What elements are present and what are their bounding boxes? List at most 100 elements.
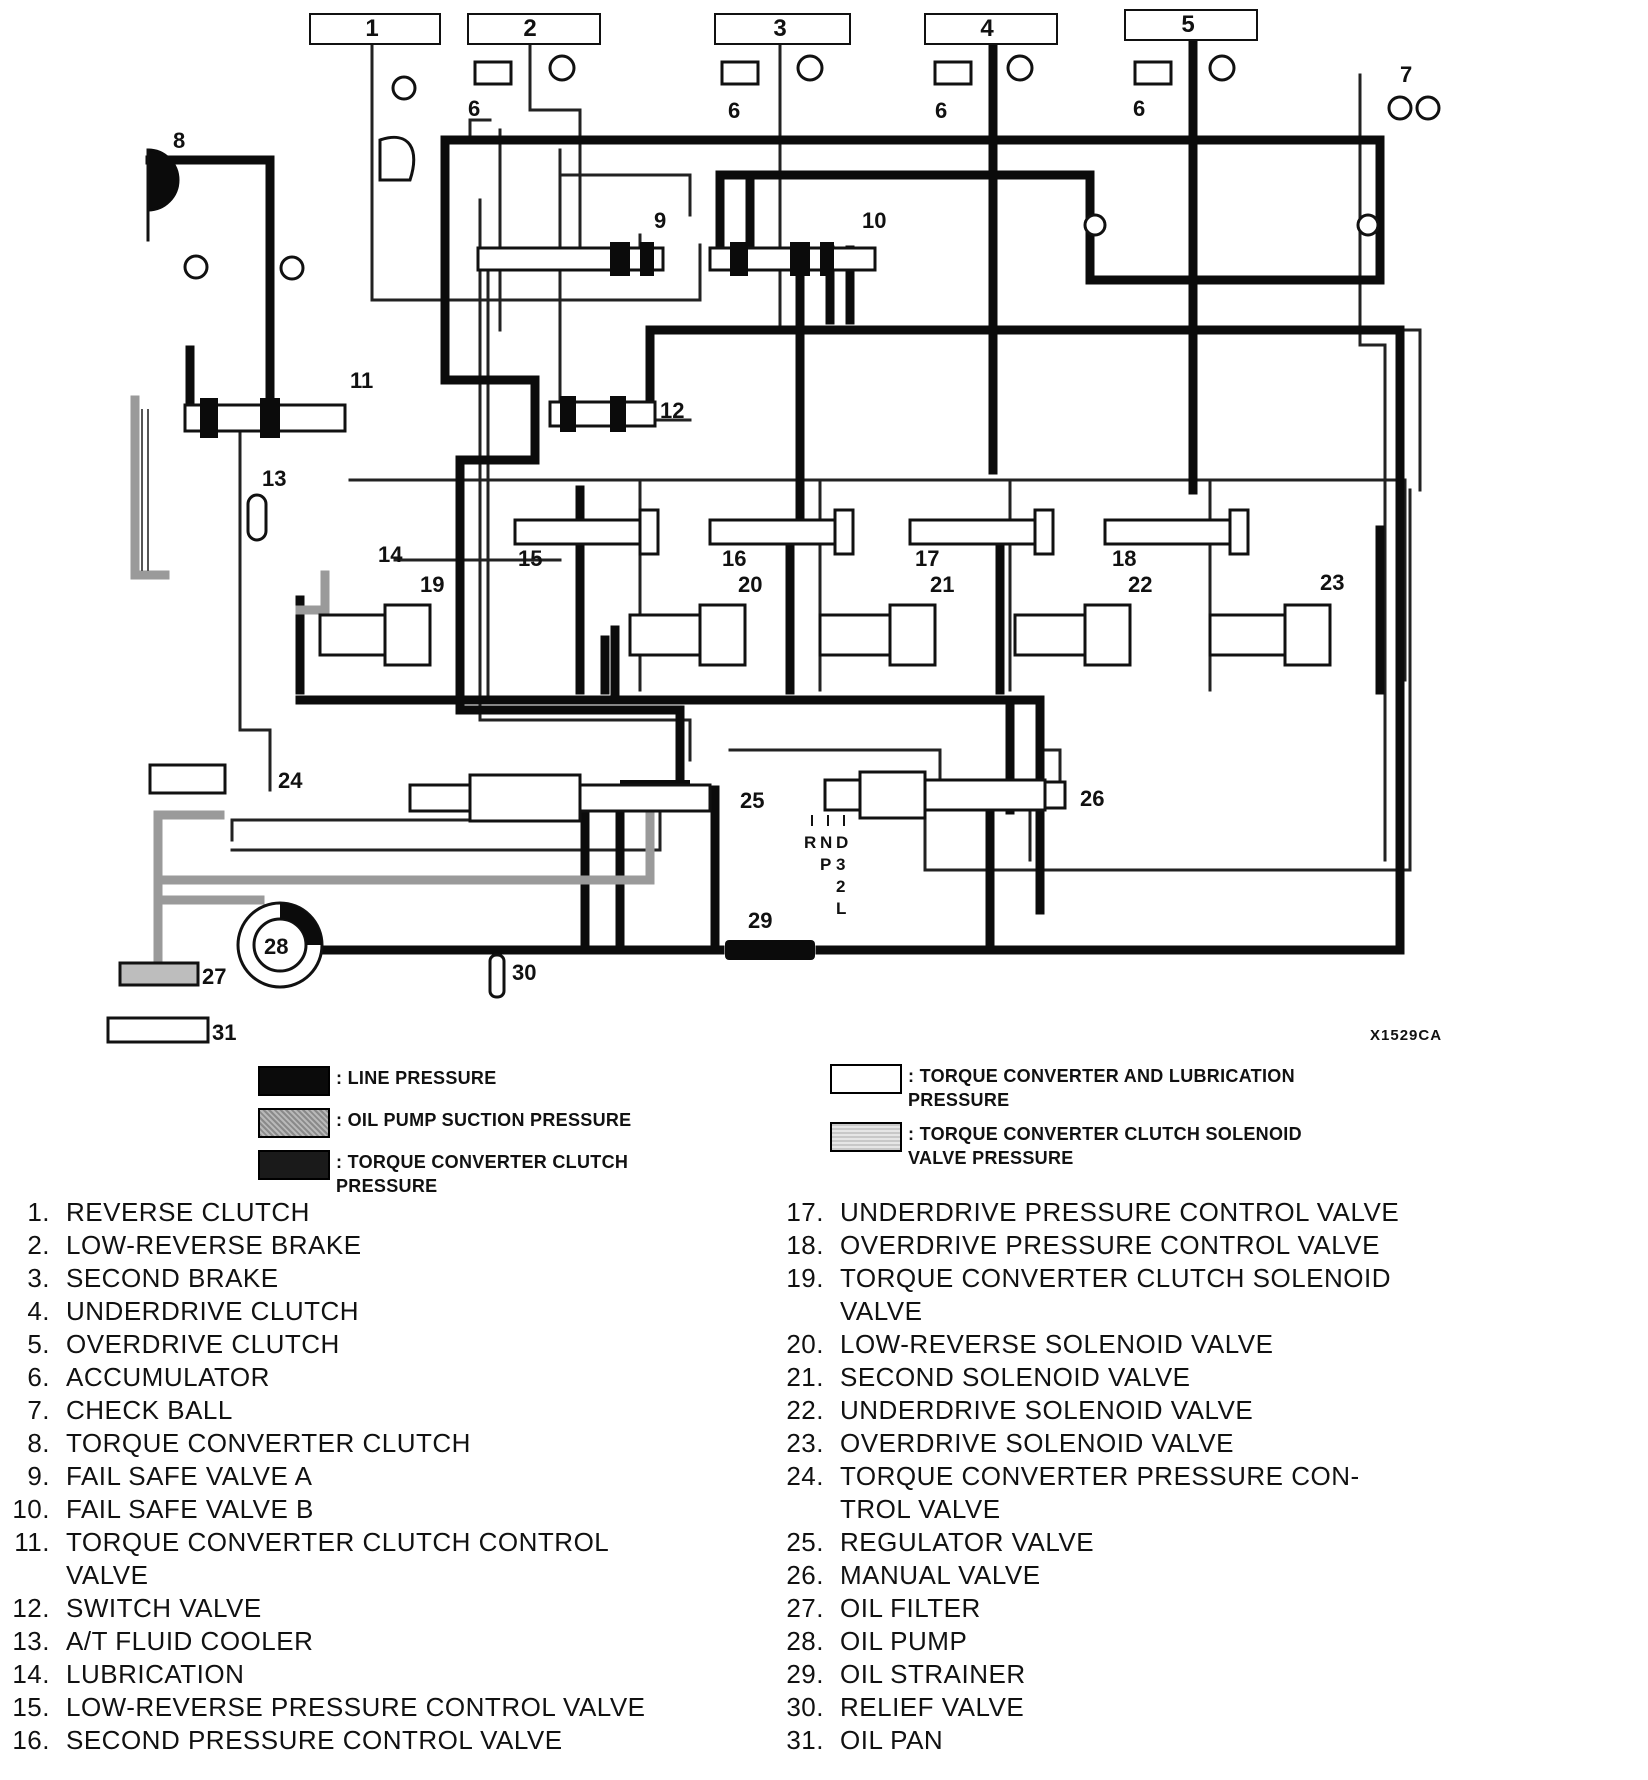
selector-positions: R N D P 3 2 L [804,815,848,918]
callout-17: 17 [915,546,939,571]
part-name: OIL PUMP [840,1626,968,1656]
parts-list-item: 3.SECOND BRAKE [0,1262,706,1295]
pressure-control-valves [513,508,1250,556]
selector-r: R [804,833,816,852]
part-name: TORQUE CONVERTER PRESSURE CON-TROL VALVE [840,1461,1360,1524]
part-number: 7. [27,1395,50,1425]
selector-p: P [820,855,831,874]
callout-21: 21 [930,572,954,597]
selector-3: 3 [836,855,845,874]
legend-label-lube: : TORQUE CONVERTER AND LUBRICATION PRESS… [908,1066,1295,1110]
part-number: 9. [27,1461,50,1491]
selector-2: 2 [836,877,845,896]
part-name: REGULATOR VALVE [840,1527,1095,1557]
part-name: OVERDRIVE CLUTCH [66,1329,340,1359]
part-number: 5. [27,1329,50,1359]
oil-strainer-shape [725,940,815,960]
legend-oil-pump-suction: : OIL PUMP SUCTION PRESSURE [258,1108,666,1138]
lube-inner-lines [141,409,149,571]
part-number: 10. [12,1494,50,1524]
part-name: A/T FLUID COOLER [66,1626,314,1656]
figure-code: X1529CA [1370,1027,1442,1044]
part-number: 13. [12,1626,50,1656]
parts-list-item: 18.OVERDRIVE PRESSURE CONTROL VALVE [774,1229,1490,1262]
part-number: 26. [786,1560,824,1590]
legend-torque-converter-clutch: : TORQUE CONVERTER CLUTCH PRESSURE [258,1150,636,1198]
part-name: SECOND PRESSURE CONTROL VALVE [66,1725,563,1755]
line-pressure-lines [145,40,1405,955]
parts-list-item: 1. REVERSE CLUTCH [0,1196,706,1229]
callout-15: 15 [518,546,542,571]
part-number: 31. [786,1725,824,1755]
parts-list-item: 11.TORQUE CONVERTER CLUTCH CONTROL VALVE [0,1526,706,1592]
parts-list-item: 2.LOW-REVERSE BRAKE [0,1229,706,1262]
legend-swatch-lube [830,1064,902,1094]
part-number: 29. [786,1659,824,1689]
legend-swatch-tcc [258,1150,330,1180]
part-number: 16. [12,1725,50,1755]
callout-6d: 6 [1133,96,1145,121]
parts-list-item: 4.UNDERDRIVE CLUTCH [0,1295,706,1328]
callout-6b: 6 [728,98,740,123]
parts-list-item: 26.MANUAL VALVE [774,1559,1490,1592]
parts-list-item: 7. CHECK BALL [0,1394,706,1427]
parts-list-item: 15.LOW-REVERSE PRESSURE CONTROL VALVE [0,1691,706,1724]
parts-list-item: 24. TORQUE CONVERTER PRESSURE CON-TROL VA… [774,1460,1490,1526]
legend-label-line: : LINE PRESSURE [336,1068,497,1088]
parts-list-item: 9.FAIL SAFE VALVE A [0,1460,706,1493]
callout-13: 13 [262,466,286,491]
parts-list-item: 31.OIL PAN [774,1724,1490,1757]
component-box-2: 2 [467,13,601,45]
part-name: TORQUE CONVERTER CLUTCH CONTROL VALVE [66,1527,609,1590]
parts-list-item: 8.TORQUE CONVERTER CLUTCH [0,1427,706,1460]
callout-24: 24 [278,768,303,793]
callout-20: 20 [738,572,762,597]
callout-8: 8 [173,128,185,153]
part-number: 28. [786,1626,824,1656]
part-number: 30. [786,1692,824,1722]
part-number: 18. [786,1230,824,1260]
callout-22: 22 [1128,572,1152,597]
part-number: 14. [12,1659,50,1689]
part-name: REVERSE CLUTCH [66,1197,310,1227]
part-number: 12. [12,1593,50,1623]
parts-list-left: 1. REVERSE CLUTCH 2.LOW-REVERSE BRAKE 3.S… [0,1196,706,1757]
parts-list-item: 5. OVERDRIVE CLUTCH [0,1328,706,1361]
parts-list-item: 19.TORQUE CONVERTER CLUTCH SOLENOID VALV… [774,1262,1490,1328]
torque-converter-clutch-shape [146,148,180,212]
accumulators [183,54,1441,281]
callout-6a: 6 [468,96,480,121]
part-number: 19. [786,1263,824,1293]
component-box-5: 5 [1124,9,1258,41]
callout-14: 14 [378,542,403,567]
callout-30: 30 [512,960,536,985]
oil-pan-shape [106,1016,210,1044]
part-number: 20. [786,1329,824,1359]
legend-lubrication: : TORQUE CONVERTER AND LUBRICATION PRESS… [830,1064,1328,1112]
component-box-3: 3 [714,13,851,45]
part-name: UNDERDRIVE PRESSURE CONTROL VALVE [840,1197,1400,1227]
part-number: 27. [786,1593,824,1623]
part-name: UNDERDRIVE SOLENOID VALVE [840,1395,1254,1425]
part-name: TORQUE CONVERTER CLUTCH [66,1428,471,1458]
selector-d: D [836,833,848,852]
part-name: SECOND SOLENOID VALVE [840,1362,1191,1392]
part-name: LOW-REVERSE SOLENOID VALVE [840,1329,1274,1359]
part-number: 25. [786,1527,824,1557]
part-number: 1. [27,1197,50,1227]
parts-list-item: 23.OVERDRIVE SOLENOID VALVE [774,1427,1490,1460]
relief-valve-shape [488,953,506,999]
part-number: 24. [786,1461,824,1491]
part-name: CHECK BALL [66,1395,233,1425]
part-number: 21. [786,1362,824,1392]
callout-18: 18 [1112,546,1136,571]
part-name: UNDERDRIVE CLUTCH [66,1296,360,1326]
part-name: LUBRICATION [66,1659,245,1689]
parts-list-item: 17.UNDERDRIVE PRESSURE CONTROL VALVE [774,1196,1490,1229]
part-name: OIL FILTER [840,1593,981,1623]
selector-l: L [836,899,846,918]
parts-list-item: 29.OIL STRAINER [774,1658,1490,1691]
fluid-cooler-shape [246,493,268,542]
oil-filter-shape [118,961,200,987]
callout-16: 16 [722,546,746,571]
